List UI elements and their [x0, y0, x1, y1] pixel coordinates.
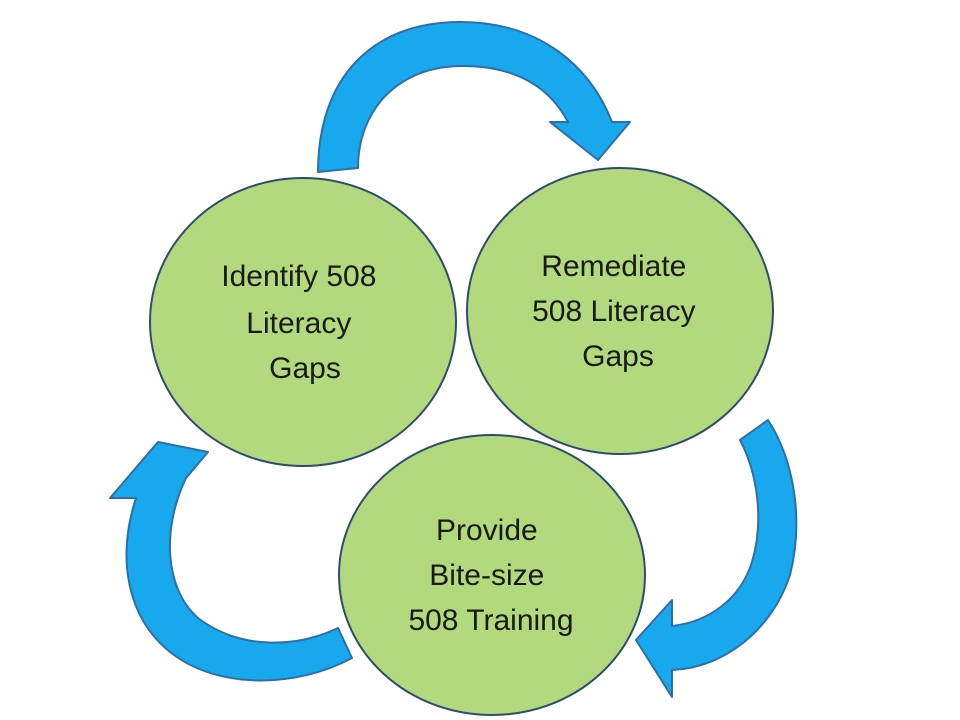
node-identify-circle	[149, 177, 457, 467]
node-identify-line-1: Identify 508	[221, 260, 376, 293]
node-remediate-line-3: Gaps	[582, 340, 654, 373]
node-remediate-circle	[466, 167, 774, 455]
node-remediate-line-1: Remediate	[541, 250, 686, 283]
node-provide-line-2: Bite-size	[429, 559, 544, 592]
arrow-identify-to-remediate-icon	[317, 21, 631, 173]
arrow-provide-to-identify-icon	[109, 441, 353, 682]
node-remediate: Remediate 508 Literacy Gaps	[466, 167, 774, 455]
arrow-remediate-to-provide-icon	[635, 419, 798, 698]
svg-text:Provide Bite-size: Provide Bite-size 508 Training	[408, 514, 573, 637]
node-provide-line-1: Provide	[436, 514, 538, 547]
node-identify-line-2: Literacy	[246, 307, 351, 340]
node-provide-circle	[338, 434, 646, 716]
node-provide: Provide Bite-size 508 Training	[338, 434, 646, 716]
node-identify-line-3: Gaps	[269, 352, 341, 385]
node-remediate-line-2: 508 Literacy	[532, 295, 695, 328]
node-provide-line-3: 508 Training	[408, 604, 573, 637]
svg-text:Identify 508 Literacy: Identify 508 Literacy Gaps	[221, 260, 384, 385]
node-identify: Identify 508 Literacy Gaps	[149, 177, 457, 467]
svg-text:Remediate 508 Literacy: Remediate 508 Literacy Gaps	[532, 250, 704, 373]
